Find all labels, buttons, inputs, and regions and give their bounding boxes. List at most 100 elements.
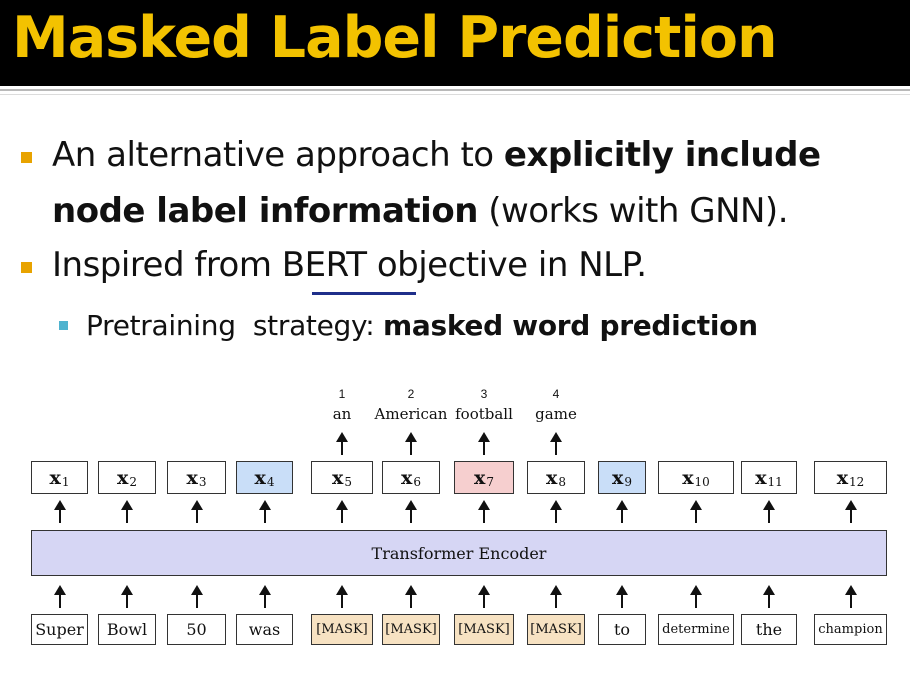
token-9: to <box>598 614 646 645</box>
embedding-subscript: 8 <box>558 474 566 489</box>
title-divider <box>0 89 910 91</box>
token-12: champion <box>814 614 887 645</box>
embedding-symbol: x <box>401 466 413 489</box>
arrow-up-icon <box>405 432 417 455</box>
prediction-number: 4 <box>552 387 560 401</box>
bert-underline <box>312 292 416 295</box>
embedding-subscript: 12 <box>849 474 865 489</box>
encoder-label: Transformer Encoder <box>371 543 547 563</box>
embedding-subscript: 10 <box>694 474 710 489</box>
arrow-up-icon <box>844 585 857 608</box>
arrow-up-icon <box>190 585 203 608</box>
embedding-subscript: 9 <box>624 474 632 489</box>
predicted-word: American <box>374 405 448 423</box>
transformer-encoder: Transformer Encoder <box>31 530 887 576</box>
arrow-up-icon <box>405 585 417 608</box>
bullet-1-line-2: node label information (works with GNN). <box>52 191 789 231</box>
bert-link[interactable]: BERT <box>281 245 367 285</box>
embedding-symbol: x <box>254 466 266 489</box>
arrow-up-icon <box>336 585 348 608</box>
token-2: Bowl <box>98 614 156 645</box>
arrow-up-icon <box>336 500 348 523</box>
sub-bullet-square-icon <box>59 321 68 330</box>
bullet-1-bold: explicitly include <box>503 135 821 175</box>
arrow-up-icon <box>336 432 348 455</box>
arrow-up-icon <box>258 585 271 608</box>
arrow-up-icon <box>550 500 562 523</box>
sub-bullet-text: Pretraining strategy: <box>86 309 383 342</box>
token-11: the <box>741 614 797 645</box>
predicted-word: an <box>332 405 352 423</box>
arrow-up-icon <box>121 585 133 608</box>
arrow-up-icon <box>763 585 775 608</box>
slide-title: Masked Label Prediction <box>12 5 778 71</box>
bullet-2-text: Inspired from <box>52 245 282 285</box>
sub-bullet: Pretraining strategy: masked word predic… <box>86 309 758 342</box>
arrow-up-icon <box>550 432 562 455</box>
embedding-subscript: 2 <box>129 474 137 489</box>
token-3: 50 <box>167 614 226 645</box>
arrow-up-icon <box>690 585 702 608</box>
arrow-up-icon <box>258 500 271 523</box>
title-bar: Masked Label Prediction <box>0 0 910 86</box>
token-1: Super <box>31 614 88 645</box>
sub-bullet-bold: masked word prediction <box>382 309 758 342</box>
bullet-2-text-end: objective in NLP. <box>366 245 647 285</box>
embedding-symbol: x <box>117 466 129 489</box>
token-5: [MASK] <box>311 614 373 645</box>
bullet-square-icon <box>21 152 32 163</box>
embedding-subscript: 6 <box>413 474 421 489</box>
embedding-symbol: x <box>612 466 624 489</box>
arrow-up-icon <box>690 500 702 523</box>
bullet-1-text: An alternative approach to <box>52 135 504 175</box>
arrow-up-icon <box>478 432 490 455</box>
arrow-up-icon <box>478 500 490 523</box>
embedding-subscript: 3 <box>198 474 207 489</box>
token-4: was <box>236 614 293 645</box>
bullet-2: Inspired from BERT objective in NLP. <box>52 245 647 285</box>
arrow-up-icon <box>616 585 628 608</box>
arrow-up-icon <box>550 585 562 608</box>
embedding-symbol: x <box>186 466 198 489</box>
arrow-up-icon <box>190 500 203 523</box>
embedding-symbol: x <box>332 466 344 489</box>
prediction-number: 1 <box>338 387 346 401</box>
bullet-1-line-1: An alternative approach to explicitly in… <box>52 135 821 175</box>
embedding-symbol: x <box>836 466 849 489</box>
embedding-subscript: 1 <box>61 474 70 489</box>
bullet-square-icon <box>21 262 32 273</box>
embedding-subscript: 4 <box>266 474 275 489</box>
prediction-number: 2 <box>407 387 415 401</box>
title-divider-thin <box>0 94 910 95</box>
predicted-word: football <box>455 405 513 423</box>
embedding-symbol: x <box>49 466 61 489</box>
embedding-subscript: 7 <box>486 474 494 489</box>
embedding-symbol: x <box>546 466 558 489</box>
arrow-up-icon <box>53 585 66 608</box>
arrow-up-icon <box>53 500 66 523</box>
predicted-word: game <box>535 405 577 423</box>
arrow-up-icon <box>121 500 133 523</box>
arrow-up-icon <box>763 500 775 523</box>
token-7: [MASK] <box>454 614 514 645</box>
bullet-1-text-2: (works with GNN). <box>477 191 789 231</box>
arrow-up-icon <box>844 500 857 523</box>
bullet-1-bold-2: node label information <box>52 191 478 231</box>
embedding-symbol: x <box>474 466 486 489</box>
embedding-symbol: x <box>682 466 694 489</box>
embedding-subscript: 11 <box>767 474 783 489</box>
prediction-number: 3 <box>480 387 488 401</box>
token-6: [MASK] <box>382 614 440 645</box>
